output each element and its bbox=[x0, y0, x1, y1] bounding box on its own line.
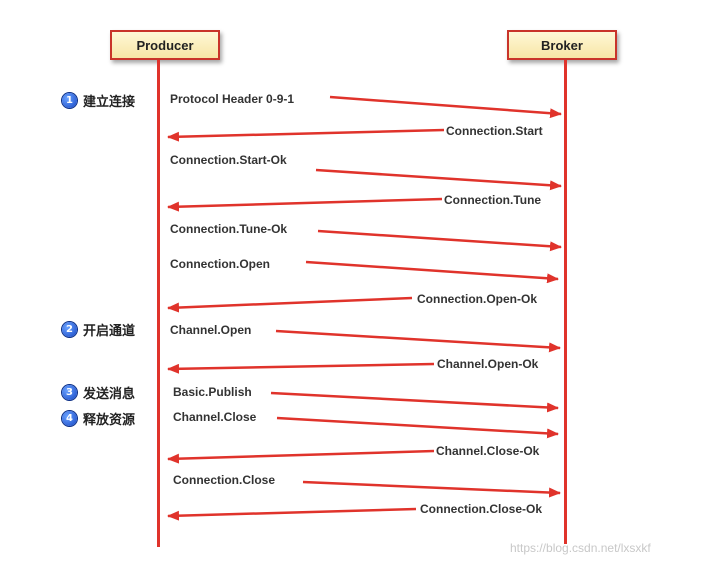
message-label: Connection.Tune bbox=[442, 192, 544, 208]
step-number-badge: 1 bbox=[62, 93, 77, 108]
step-send-message: 3 发送消息 bbox=[62, 383, 135, 402]
step-open-channel: 2 开启通道 bbox=[62, 320, 135, 339]
message-arrow-2 bbox=[167, 128, 445, 142]
step-label: 开启通道 bbox=[83, 324, 136, 339]
message-label: Connection.Start-Ok bbox=[168, 152, 289, 168]
broker-label: Broker bbox=[541, 37, 583, 53]
message-arrow-11 bbox=[276, 416, 559, 439]
message-arrow-1 bbox=[329, 95, 562, 119]
message-arrow-13 bbox=[302, 480, 561, 498]
step-label: 发送消息 bbox=[83, 387, 136, 402]
message-label: Channel.Close-Ok bbox=[434, 443, 542, 459]
message-arrow-8 bbox=[275, 329, 561, 353]
message-label: Connection.Close bbox=[171, 472, 278, 488]
message-label: Protocol Header 0-9-1 bbox=[168, 91, 297, 107]
message-label: Connection.Tune-Ok bbox=[168, 221, 290, 237]
message-label: Connection.Close-Ok bbox=[418, 501, 545, 517]
broker-participant: Broker bbox=[507, 30, 617, 60]
producer-label: Producer bbox=[136, 37, 194, 53]
watermark: https://blog.csdn.net/lxsxkf bbox=[510, 541, 651, 555]
message-arrow-5 bbox=[317, 229, 562, 252]
message-label: Basic.Publish bbox=[171, 384, 254, 400]
message-label: Channel.Open bbox=[168, 322, 254, 338]
message-arrow-6 bbox=[305, 260, 559, 284]
step-number-badge: 4 bbox=[62, 411, 77, 426]
message-label: Connection.Start bbox=[444, 123, 545, 139]
step-release-resources: 4 释放资源 bbox=[62, 409, 135, 428]
message-label: Connection.Open-Ok bbox=[415, 291, 539, 307]
message-arrow-3 bbox=[315, 168, 562, 191]
producer-lifeline bbox=[157, 60, 160, 547]
message-arrow-12 bbox=[167, 449, 435, 464]
message-arrow-9 bbox=[167, 362, 435, 374]
message-label: Channel.Open-Ok bbox=[435, 356, 541, 372]
message-arrow-14 bbox=[167, 507, 417, 521]
step-number-badge: 2 bbox=[62, 322, 77, 337]
broker-lifeline bbox=[564, 60, 567, 544]
step-label: 释放资源 bbox=[83, 413, 136, 428]
message-arrow-4 bbox=[167, 197, 443, 212]
producer-participant: Producer bbox=[110, 30, 220, 60]
message-label: Channel.Close bbox=[171, 409, 259, 425]
step-label: 建立连接 bbox=[83, 95, 136, 110]
step-connect: 1 建立连接 bbox=[62, 91, 135, 110]
message-arrow-7 bbox=[167, 296, 413, 313]
step-number-badge: 3 bbox=[62, 385, 77, 400]
message-label: Connection.Open bbox=[168, 256, 272, 272]
message-arrow-10 bbox=[270, 391, 559, 413]
